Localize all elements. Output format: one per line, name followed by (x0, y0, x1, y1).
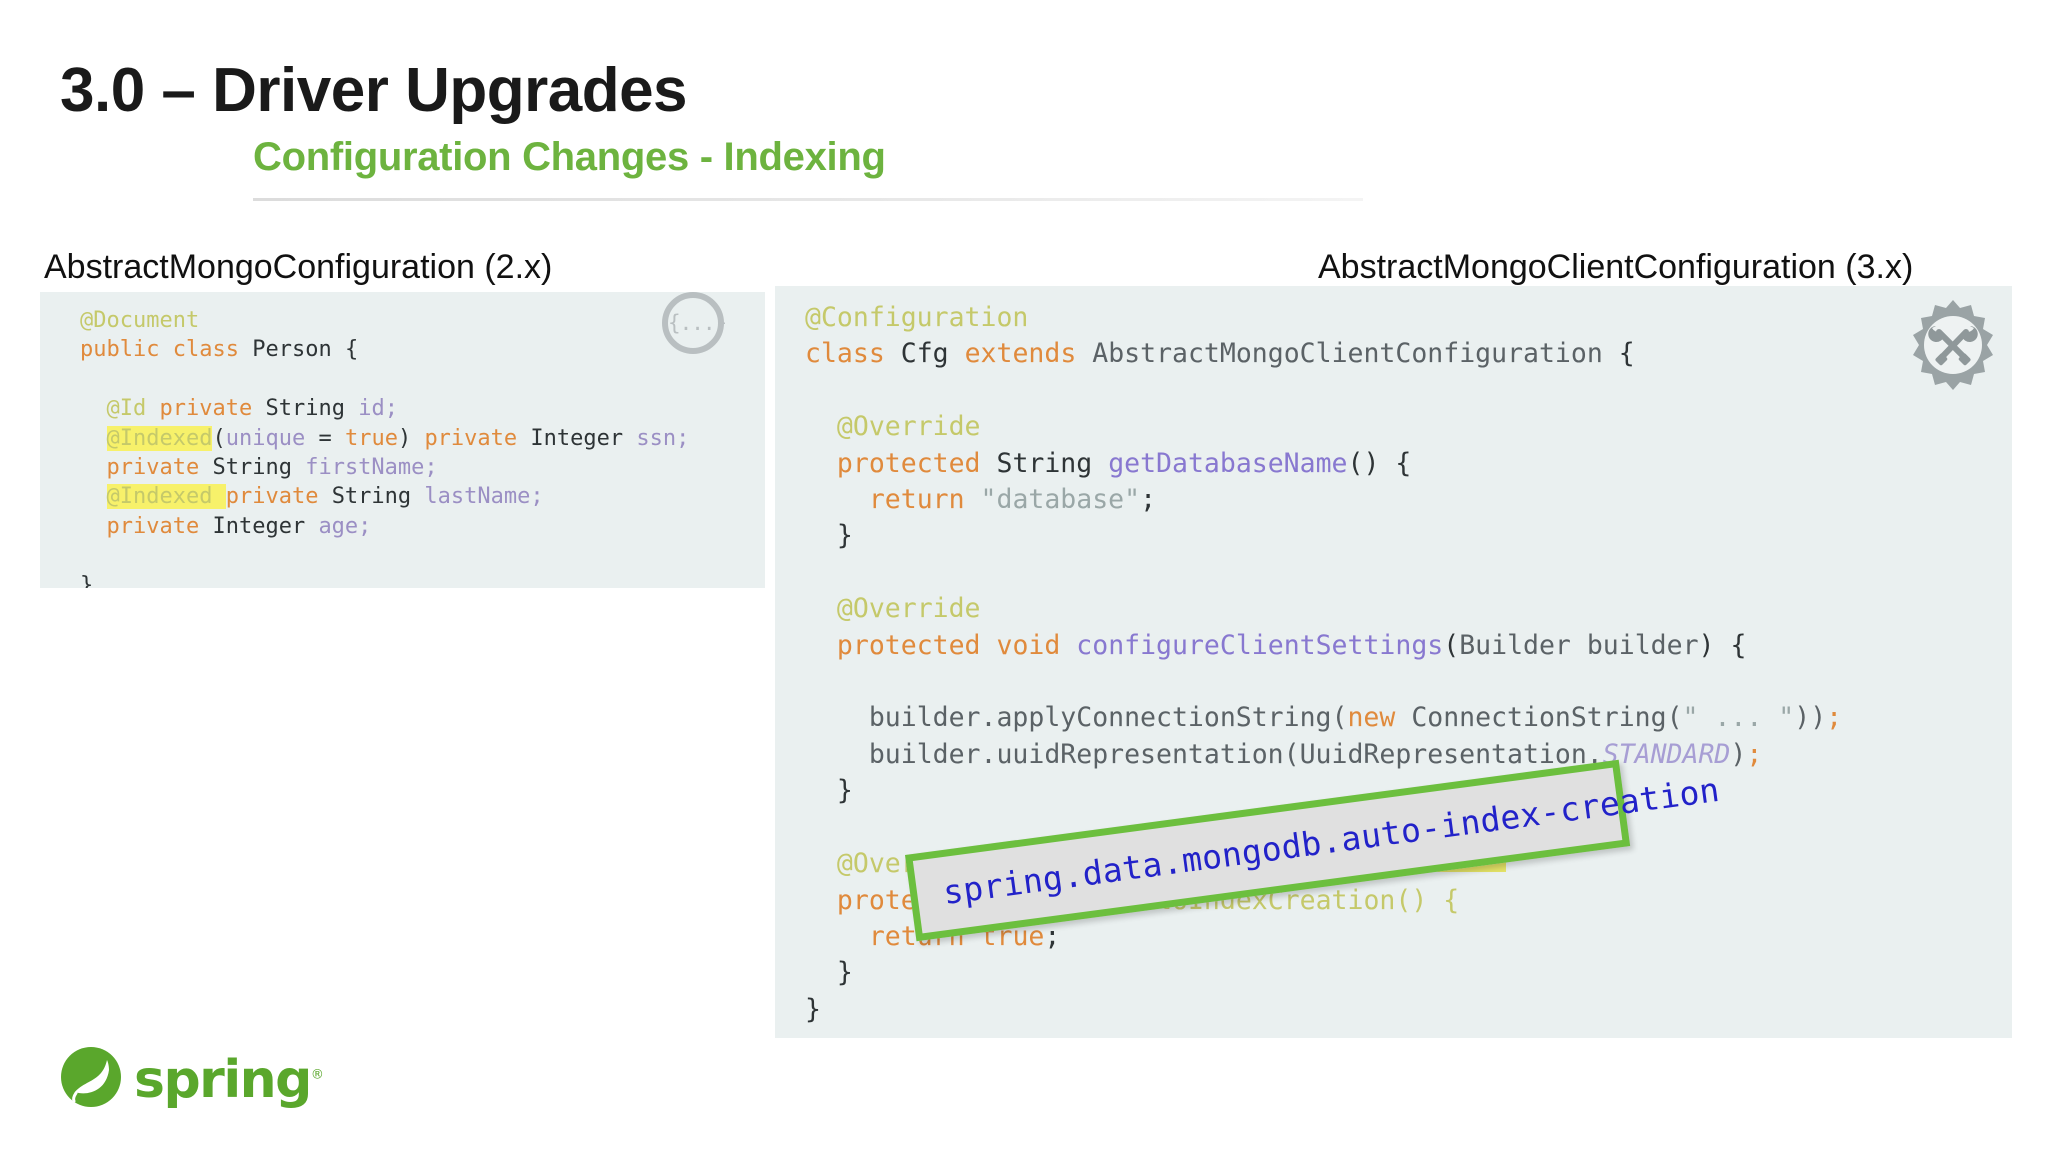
code-line: private Integer age; (106, 513, 372, 539)
code-line: private String firstName; (106, 455, 438, 481)
code-line (805, 555, 2012, 591)
code-line: builder.uuidRepresentation(UuidRepresent… (868, 738, 1763, 770)
code-line-indexed-unique: @Indexed(unique = true) private Integer … (106, 425, 690, 451)
code-line: return "database"; (868, 484, 1157, 516)
code-line: } (805, 993, 821, 1025)
braces-icon: {...} (662, 292, 727, 354)
code-line: protected void configureClientSettings(B… (836, 629, 1747, 661)
left-code-block: @Document public class Person { @Id priv… (40, 292, 765, 588)
code-line: @Configuration (805, 302, 1029, 333)
code-line (80, 365, 765, 394)
code-line: } (80, 572, 94, 588)
code-line (805, 373, 2012, 409)
code-line: public class Person { (80, 337, 359, 363)
left-column-heading: AbstractMongoConfiguration (2.x) (44, 248, 553, 286)
page-title: 3.0 – Driver Upgrades (60, 56, 688, 125)
right-column-heading: AbstractMongoClientConfiguration (3.x) (1318, 248, 1914, 286)
code-line (805, 664, 2012, 700)
code-line: } (836, 520, 853, 552)
title-divider (253, 198, 1363, 201)
code-line (80, 541, 765, 570)
code-line: class Cfg extends AbstractMongoClientCon… (805, 338, 1635, 370)
code-line: } (836, 775, 853, 807)
code-line: @Id private String id; (106, 396, 398, 422)
code-line: @Document (80, 308, 200, 333)
gear-tools-icon (1903, 296, 2003, 396)
spring-logo-text: spring® (134, 1049, 324, 1110)
code-line: protected String getDatabaseName() { (836, 447, 1412, 479)
code-line: } (836, 957, 853, 989)
spring-leaf-icon (58, 1044, 124, 1115)
code-line: @Override (836, 411, 981, 443)
spring-logo: spring® (58, 1044, 324, 1115)
page-subtitle: Configuration Changes - Indexing (253, 135, 886, 179)
code-line: builder.applyConnectionString(new Connec… (868, 702, 1843, 734)
code-line-indexed: @Indexed private String lastName; (106, 484, 544, 510)
code-line: @Override (836, 593, 981, 625)
